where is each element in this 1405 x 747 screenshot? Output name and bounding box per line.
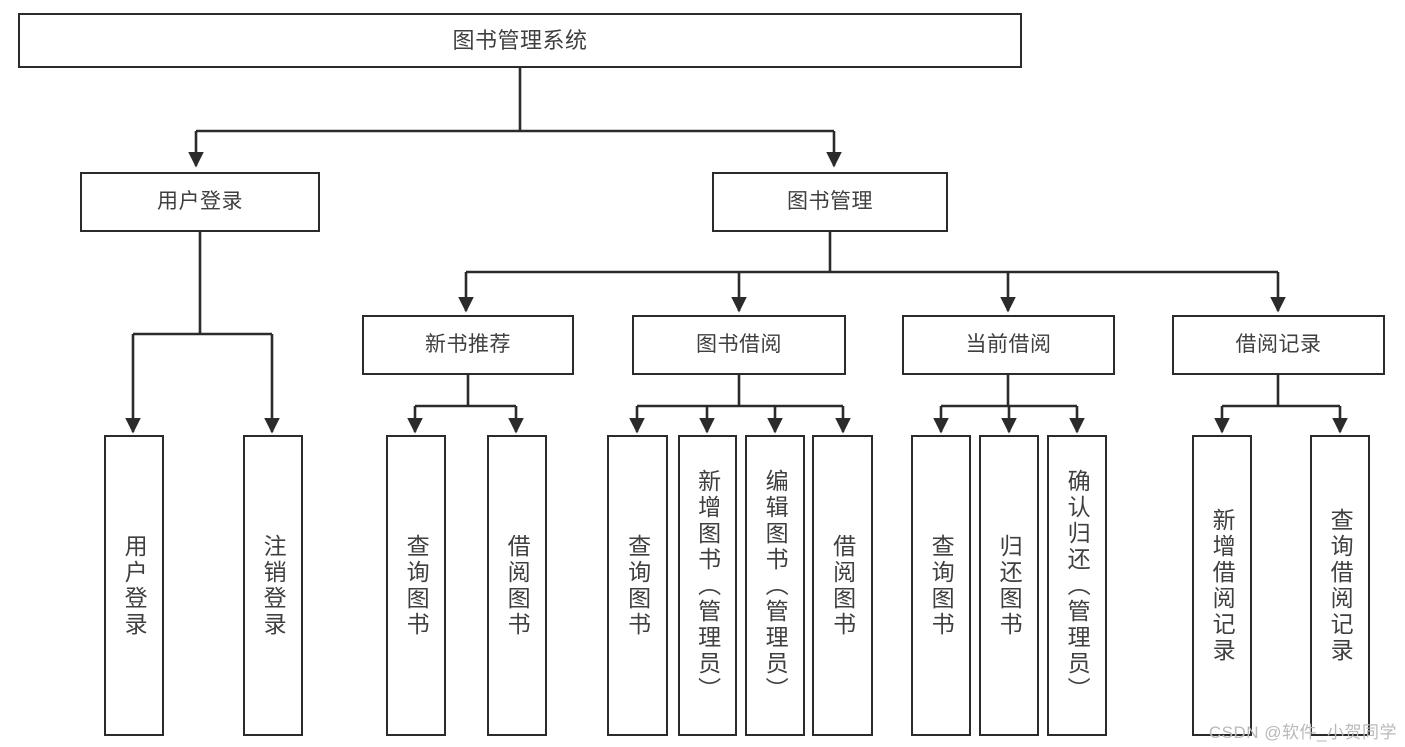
node-label: 归还图书 <box>996 533 1023 638</box>
leaf-current-borrow-confirm-return-admin[interactable]: 确认归还（管理员） <box>1047 435 1107 736</box>
node-label: 借阅图书 <box>829 533 856 638</box>
node-label: 确认归还（管理员） <box>1064 468 1091 703</box>
node-user-login[interactable]: 用户登录 <box>80 172 320 232</box>
node-label: 查询借阅记录 <box>1327 507 1354 664</box>
node-label: 编辑图书（管理员） <box>762 468 789 703</box>
node-label: 新增借阅记录 <box>1209 507 1236 664</box>
node-label: 图书借阅 <box>696 332 782 356</box>
node-label: 借阅图书 <box>504 533 531 638</box>
node-label: 查询图书 <box>624 533 651 638</box>
leaf-book-borrow-add-book-admin[interactable]: 新增图书（管理员） <box>678 435 737 736</box>
node-book-management[interactable]: 图书管理 <box>712 172 948 232</box>
leaf-borrow-record-add-record[interactable]: 新增借阅记录 <box>1192 435 1252 736</box>
node-new-book-recommend[interactable]: 新书推荐 <box>362 315 574 375</box>
leaf-book-borrow-borrow-book[interactable]: 借阅图书 <box>812 435 873 736</box>
node-label: 当前借阅 <box>965 332 1052 356</box>
node-label: 借阅记录 <box>1235 332 1322 356</box>
leaf-borrow-record-query-record[interactable]: 查询借阅记录 <box>1310 435 1370 736</box>
node-current-borrow[interactable]: 当前借阅 <box>902 315 1115 375</box>
leaf-current-borrow-query-book[interactable]: 查询图书 <box>911 435 971 736</box>
node-label: 新书推荐 <box>425 332 511 356</box>
leaf-user-login-logout[interactable]: 注销登录 <box>243 435 303 736</box>
leaf-new-book-query-book[interactable]: 查询图书 <box>386 435 446 736</box>
node-book-borrow[interactable]: 图书借阅 <box>632 315 846 375</box>
node-root-book-management-system[interactable]: 图书管理系统 <box>18 13 1022 68</box>
node-label: 查询图书 <box>403 533 430 638</box>
node-borrow-record[interactable]: 借阅记录 <box>1172 315 1385 375</box>
leaf-current-borrow-return-book[interactable]: 归还图书 <box>979 435 1039 736</box>
watermark-text: CSDN @软件_小贺同学 <box>1208 723 1397 742</box>
node-label: 注销登录 <box>260 533 287 638</box>
node-label: 图书管理 <box>787 189 873 213</box>
node-label: 图书管理系统 <box>452 27 588 53</box>
node-label: 新增图书（管理员） <box>694 468 721 703</box>
leaf-book-borrow-query-book[interactable]: 查询图书 <box>607 435 668 736</box>
leaf-user-login-login[interactable]: 用户登录 <box>104 435 164 736</box>
leaf-book-borrow-edit-book-admin[interactable]: 编辑图书（管理员） <box>745 435 805 736</box>
leaf-new-book-borrow-book[interactable]: 借阅图书 <box>487 435 547 736</box>
node-label: 用户登录 <box>121 533 148 638</box>
node-label: 用户登录 <box>157 189 243 213</box>
node-label: 查询图书 <box>928 533 955 638</box>
